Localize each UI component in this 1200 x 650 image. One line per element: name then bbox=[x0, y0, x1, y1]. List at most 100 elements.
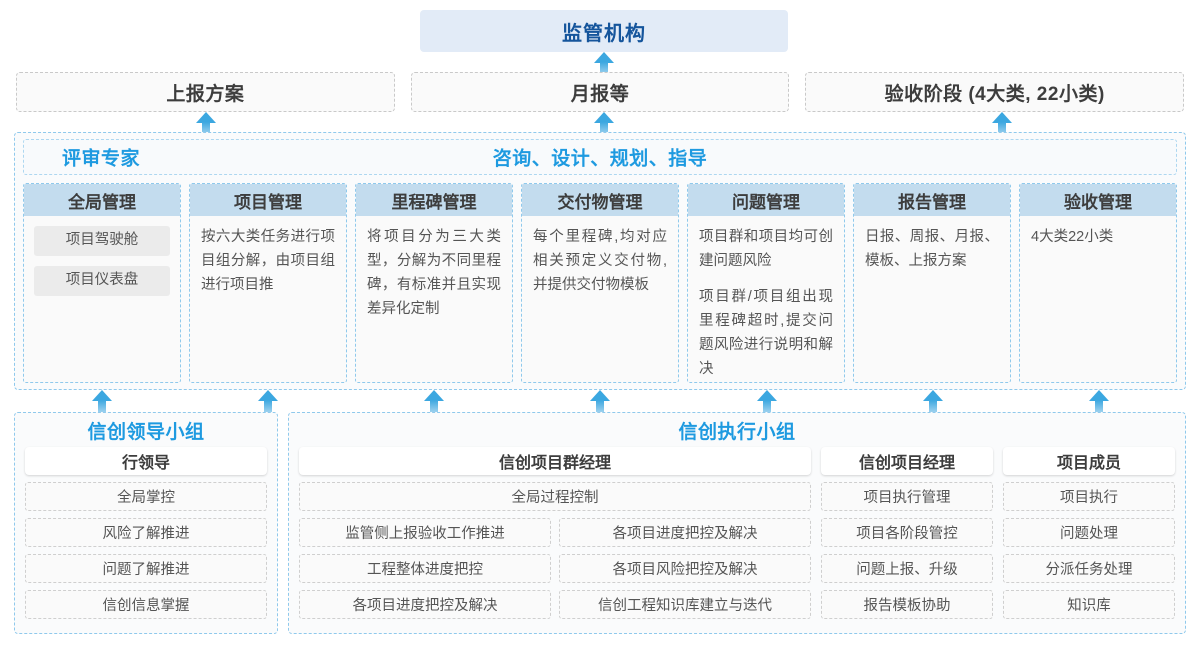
module-card-deliverable-body: 每个里程碑,均对应相关预定义交付物,并提供交付物模板 bbox=[522, 216, 678, 382]
module-paragraph: 每个里程碑,均对应相关预定义交付物,并提供交付物模板 bbox=[533, 229, 667, 293]
report-box-plan[interactable]: 上报方案 bbox=[16, 72, 395, 112]
task-label: 监管侧上报验收工作推进 bbox=[345, 526, 505, 542]
task-item[interactable]: 各项目风险把控及解决 bbox=[559, 554, 811, 583]
task-label: 信创信息掌握 bbox=[102, 598, 190, 614]
module-card-issue[interactable]: 问题管理 项目群和项目均可创建问题风险 项目群/项目组出现里程碑超时,提交问题风… bbox=[687, 183, 845, 383]
task-item[interactable]: 项目执行 bbox=[1003, 482, 1175, 511]
task-label: 项目执行 bbox=[1060, 490, 1118, 506]
report-row: 上报方案 月报等 验收阶段 (4大类, 22小类) bbox=[16, 72, 1185, 112]
module-title-text: 验收管理 bbox=[1064, 192, 1132, 212]
arrow-to-card-acceptance bbox=[1089, 390, 1109, 416]
module-card-global-title: 全局管理 bbox=[24, 184, 180, 216]
task-item[interactable]: 风险了解推进 bbox=[25, 518, 267, 547]
exec-col-project-manager: 信创项目经理 项目执行管理 项目各阶段管控 问题上报、升级 报告模板协助 bbox=[821, 447, 993, 625]
module-card-issue-body: 项目群和项目均可创建问题风险 项目群/项目组出现里程碑超时,提交问题风险进行说明… bbox=[688, 216, 844, 382]
program-manager-role-head[interactable]: 信创项目群经理 bbox=[299, 447, 811, 475]
task-item[interactable]: 问题处理 bbox=[1003, 518, 1175, 547]
module-card-report-body: 日报、周报、月报、模板、上报方案 bbox=[854, 216, 1010, 382]
task-item[interactable]: 问题上报、升级 bbox=[821, 554, 993, 583]
pill-label: 项目驾驶舱 bbox=[65, 232, 139, 249]
task-item[interactable]: 项目各阶段管控 bbox=[821, 518, 993, 547]
project-member-role-label: 项目成员 bbox=[1056, 455, 1121, 472]
band-header: 评审专家 咨询、设计、规划、指导 bbox=[23, 139, 1177, 175]
project-manager-role-label: 信创项目经理 bbox=[858, 455, 955, 472]
module-card-acceptance[interactable]: 验收管理 4大类22小类 bbox=[1019, 183, 1177, 383]
pill-item[interactable]: 项目驾驶舱 bbox=[34, 226, 170, 256]
task-item[interactable]: 全局掌控 bbox=[25, 482, 267, 511]
module-title-text: 里程碑管理 bbox=[391, 192, 477, 212]
module-cards-row: 全局管理 项目驾驶舱 项目仪表盘 项目管理 按六大类任务进行项目组分解，由项目组… bbox=[23, 183, 1177, 383]
task-item[interactable]: 问题了解推进 bbox=[25, 554, 267, 583]
task-label: 各项目进度把控及解决 bbox=[352, 598, 498, 614]
bottom-zone: 信创领导小组 行领导 全局掌控 风险了解推进 问题了解推进 信创信息掌握 信创执… bbox=[14, 412, 1186, 634]
task-label: 全局掌控 bbox=[117, 490, 175, 506]
exec-columns: 信创项目群经理 全局过程控制 监管侧上报验收工作推进 工程整体进度把控 各项目进… bbox=[299, 447, 1175, 625]
project-member-role-head[interactable]: 项目成员 bbox=[1003, 447, 1175, 475]
module-card-milestone-body: 将项目分为三大类型，分解为不同里程碑，有标准并且实现差异化定制 bbox=[356, 216, 512, 382]
task-item[interactable]: 分派任务处理 bbox=[1003, 554, 1175, 583]
pill-item[interactable]: 项目仪表盘 bbox=[34, 266, 170, 296]
module-paragraph: 4大类22小类 bbox=[1031, 229, 1114, 245]
task-item[interactable]: 知识库 bbox=[1003, 590, 1175, 619]
task-label: 项目各阶段管控 bbox=[856, 526, 958, 542]
arrow-to-card-deliverable bbox=[590, 390, 610, 416]
arrow-to-card-milestone bbox=[424, 390, 444, 416]
task-label: 全局过程控制 bbox=[511, 490, 599, 506]
consulting-label: 咨询、设计、规划、指导 bbox=[492, 148, 708, 170]
task-item[interactable]: 报告模板协助 bbox=[821, 590, 993, 619]
program-manager-role-label: 信创项目群经理 bbox=[498, 455, 611, 472]
module-card-milestone-title: 里程碑管理 bbox=[356, 184, 512, 216]
task-item[interactable]: 监管侧上报验收工作推进 bbox=[299, 518, 551, 547]
task-label: 报告模板协助 bbox=[863, 598, 951, 614]
leader-task-list: 全局掌控 风险了解推进 问题了解推进 信创信息掌握 bbox=[25, 482, 267, 619]
task-label: 知识库 bbox=[1067, 598, 1111, 614]
module-card-acceptance-body: 4大类22小类 bbox=[1020, 216, 1176, 382]
platform-band: 评审专家 咨询、设计、规划、指导 全局管理 项目驾驶舱 项目仪表盘 项目管理 bbox=[14, 132, 1186, 390]
program-manager-subtasks: 监管侧上报验收工作推进 工程整体进度把控 各项目进度把控及解决 各项目进度把控及… bbox=[299, 518, 811, 619]
review-expert-label: 评审专家 bbox=[62, 148, 141, 170]
report-label-monthly: 月报等 bbox=[570, 83, 630, 105]
leader-group-box: 信创领导小组 行领导 全局掌控 风险了解推进 问题了解推进 信创信息掌握 bbox=[14, 412, 278, 634]
regulator-box: 监管机构 bbox=[420, 10, 788, 52]
task-item[interactable]: 各项目进度把控及解决 bbox=[299, 590, 551, 619]
module-paragraph: 按六大类任务进行项目组分解，由项目组进行项目推 bbox=[201, 229, 335, 293]
top-zone: 监管机构 bbox=[0, 0, 1200, 78]
arrow-to-card-global bbox=[92, 390, 112, 416]
task-item[interactable]: 项目执行管理 bbox=[821, 482, 993, 511]
regulator-label: 监管机构 bbox=[562, 22, 646, 45]
leader-role-label: 行领导 bbox=[121, 455, 170, 472]
report-box-acceptance[interactable]: 验收阶段 (4大类, 22小类) bbox=[805, 72, 1185, 112]
exec-group-title: 信创执行小组 bbox=[678, 422, 796, 443]
module-card-deliverable[interactable]: 交付物管理 每个里程碑,均对应相关预定义交付物,并提供交付物模板 bbox=[521, 183, 679, 383]
module-title-text: 交付物管理 bbox=[557, 192, 643, 212]
module-card-report[interactable]: 报告管理 日报、周报、月报、模板、上报方案 bbox=[853, 183, 1011, 383]
task-item[interactable]: 各项目进度把控及解决 bbox=[559, 518, 811, 547]
program-manager-full-task: 全局过程控制 bbox=[299, 482, 811, 511]
module-card-project[interactable]: 项目管理 按六大类任务进行项目组分解，由项目组进行项目推 bbox=[189, 183, 347, 383]
task-label: 问题了解推进 bbox=[102, 562, 190, 578]
task-item[interactable]: 全局过程控制 bbox=[299, 482, 811, 511]
task-label: 风险了解推进 bbox=[102, 526, 190, 542]
task-label: 各项目进度把控及解决 bbox=[612, 526, 758, 542]
project-manager-role-head[interactable]: 信创项目经理 bbox=[821, 447, 993, 475]
leader-role-head[interactable]: 行领导 bbox=[25, 447, 267, 475]
module-paragraph: 日报、周报、月报、模板、上报方案 bbox=[865, 229, 999, 269]
arrow-to-card-issue bbox=[757, 390, 777, 416]
exec-group-box: 信创执行小组 信创项目群经理 全局过程控制 监管侧上报验收工作推进 工程整体进度… bbox=[288, 412, 1186, 634]
task-item[interactable]: 工程整体进度把控 bbox=[299, 554, 551, 583]
module-card-global[interactable]: 全局管理 项目驾驶舱 项目仪表盘 bbox=[23, 183, 181, 383]
module-title-text: 问题管理 bbox=[732, 192, 800, 212]
exec-col-program-manager: 信创项目群经理 全局过程控制 监管侧上报验收工作推进 工程整体进度把控 各项目进… bbox=[299, 447, 811, 625]
task-item[interactable]: 信创工程知识库建立与迭代 bbox=[559, 590, 811, 619]
project-member-task-list: 项目执行 问题处理 分派任务处理 知识库 bbox=[1003, 482, 1175, 619]
task-item[interactable]: 信创信息掌握 bbox=[25, 590, 267, 619]
arrow-to-plan bbox=[196, 112, 216, 138]
module-title-text: 报告管理 bbox=[898, 192, 966, 212]
task-label: 信创工程知识库建立与迭代 bbox=[598, 598, 772, 614]
arrow-to-card-report bbox=[923, 390, 943, 416]
module-card-project-title: 项目管理 bbox=[190, 184, 346, 216]
arrow-to-acceptance bbox=[992, 112, 1012, 138]
task-label: 问题处理 bbox=[1060, 526, 1118, 542]
module-card-milestone[interactable]: 里程碑管理 将项目分为三大类型，分解为不同里程碑，有标准并且实现差异化定制 bbox=[355, 183, 513, 383]
report-box-monthly[interactable]: 月报等 bbox=[410, 72, 790, 112]
